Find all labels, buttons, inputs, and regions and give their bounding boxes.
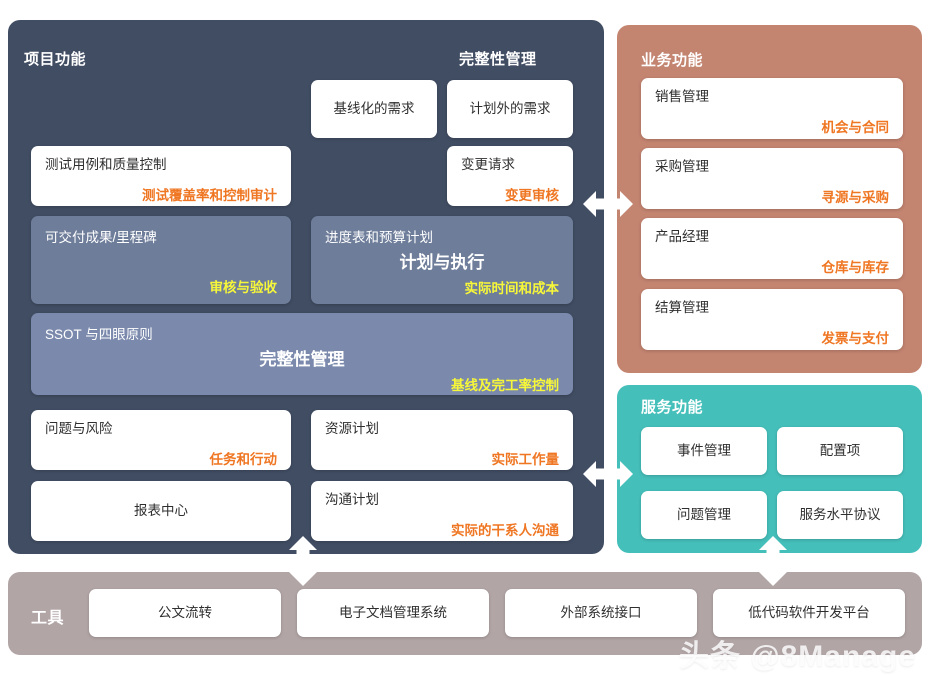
card-title: 服务水平协议 bbox=[799, 507, 881, 523]
card-title: SSOT 与四眼原则 bbox=[45, 327, 153, 342]
business-panel-title: 业务功能 bbox=[641, 52, 704, 69]
card-low-code-development-platform[interactable]: 低代码软件开发平台 bbox=[713, 589, 905, 637]
card-subtitle: 测试覆盖率和控制审计 bbox=[142, 187, 277, 203]
service-panel-title: 服务功能 bbox=[641, 399, 704, 416]
card-subtitle: 基线及完工率控制 bbox=[451, 378, 559, 393]
card-title: 计划外的需求 bbox=[469, 101, 551, 117]
card-title: 外部系统接口 bbox=[560, 605, 642, 621]
card-subtitle: 实际时间和成本 bbox=[464, 281, 560, 296]
card-highlight: 计划与执行 bbox=[399, 253, 485, 272]
card-title: 公文流转 bbox=[158, 605, 212, 621]
card-title: 问题管理 bbox=[677, 507, 731, 523]
card-subtitle: 发票与支付 bbox=[821, 330, 890, 346]
card-subtitle: 仓库与库存 bbox=[821, 259, 890, 275]
card-title: 产品经理 bbox=[655, 229, 709, 244]
card-title: 变更请求 bbox=[461, 157, 515, 172]
card-subtitle: 实际工作量 bbox=[491, 451, 560, 467]
card-title: 基线化的需求 bbox=[333, 101, 415, 117]
card-schedule-budget-plan[interactable]: 进度表和预算计划 计划与执行 实际时间和成本 bbox=[311, 216, 573, 304]
card-incident-management[interactable]: 事件管理 bbox=[641, 427, 767, 475]
card-deliverables-milestones[interactable]: 可交付成果/里程碑 审核与验收 bbox=[31, 216, 291, 304]
card-subtitle: 审核与验收 bbox=[209, 280, 278, 295]
card-problem-management[interactable]: 问题管理 bbox=[641, 491, 767, 539]
card-title: 采购管理 bbox=[655, 159, 709, 174]
card-external-system-interface[interactable]: 外部系统接口 bbox=[505, 589, 697, 637]
card-configuration-item[interactable]: 配置项 bbox=[777, 427, 903, 475]
card-change-request[interactable]: 变更请求 变更审核 bbox=[447, 146, 573, 206]
card-communication-plan[interactable]: 沟通计划 实际的干系人沟通 bbox=[311, 481, 573, 541]
card-electronic-document-management-system[interactable]: 电子文档管理系统 bbox=[297, 589, 489, 637]
card-report-center[interactable]: 报表中心 bbox=[31, 481, 291, 541]
card-title: 销售管理 bbox=[655, 89, 709, 104]
card-title: 进度表和预算计划 bbox=[325, 230, 433, 245]
card-settlement-management[interactable]: 结算管理 发票与支付 bbox=[641, 289, 903, 350]
card-title: 低代码软件开发平台 bbox=[748, 605, 870, 621]
connector-project-business-arrow bbox=[583, 186, 633, 222]
card-service-level-agreement[interactable]: 服务水平协议 bbox=[777, 491, 903, 539]
card-subtitle: 机会与合同 bbox=[821, 119, 890, 135]
card-subtitle: 变更审核 bbox=[505, 187, 559, 203]
card-title: 沟通计划 bbox=[325, 492, 379, 507]
card-ssot-four-eyes-principle[interactable]: SSOT 与四眼原则 完整性管理 基线及完工率控制 bbox=[31, 313, 573, 395]
card-title: 电子文档管理系统 bbox=[339, 605, 447, 621]
card-title: 测试用例和质量控制 bbox=[45, 157, 167, 172]
card-procurement-management[interactable]: 采购管理 寻源与采购 bbox=[641, 148, 903, 209]
card-issues-risks[interactable]: 问题与风险 任务和行动 bbox=[31, 410, 291, 470]
card-baselined-requirements[interactable]: 基线化的需求 bbox=[311, 80, 437, 138]
card-product-manager[interactable]: 产品经理 仓库与库存 bbox=[641, 218, 903, 279]
card-title: 可交付成果/里程碑 bbox=[45, 230, 157, 245]
card-document-workflow[interactable]: 公文流转 bbox=[89, 589, 281, 637]
connector-project-tools-arrow bbox=[286, 536, 320, 586]
card-subtitle: 寻源与采购 bbox=[821, 189, 890, 205]
connector-project-service-arrow bbox=[583, 456, 633, 492]
card-resource-plan[interactable]: 资源计划 实际工作量 bbox=[311, 410, 573, 470]
integrity-management-title: 完整性管理 bbox=[459, 51, 537, 68]
card-highlight: 完整性管理 bbox=[259, 350, 345, 369]
connector-service-tools-arrow bbox=[756, 536, 790, 586]
card-sales-management[interactable]: 销售管理 机会与合同 bbox=[641, 78, 903, 139]
tools-panel-title: 工具 bbox=[31, 610, 65, 627]
card-unplanned-requirements[interactable]: 计划外的需求 bbox=[447, 80, 573, 138]
card-test-cases-quality-control[interactable]: 测试用例和质量控制 测试覆盖率和控制审计 bbox=[31, 146, 291, 206]
card-subtitle: 实际的干系人沟通 bbox=[451, 522, 559, 538]
card-title: 事件管理 bbox=[677, 443, 731, 459]
card-subtitle: 任务和行动 bbox=[209, 451, 278, 467]
card-title: 结算管理 bbox=[655, 300, 709, 315]
card-title: 配置项 bbox=[819, 443, 861, 459]
project-panel-title: 项目功能 bbox=[24, 51, 87, 68]
card-title: 问题与风险 bbox=[45, 421, 113, 436]
card-title: 报表中心 bbox=[134, 503, 188, 519]
card-title: 资源计划 bbox=[325, 421, 379, 436]
